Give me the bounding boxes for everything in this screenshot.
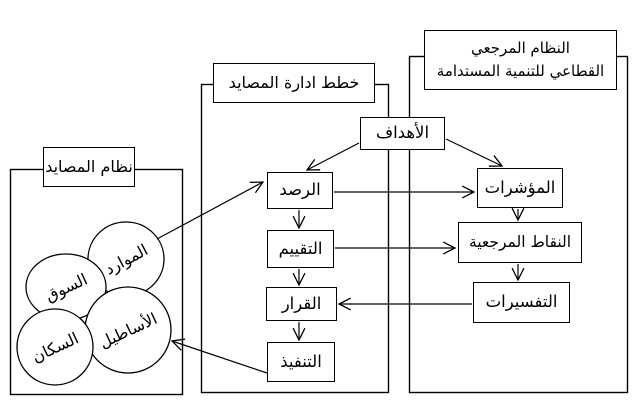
title-reference-system-line2: القطاعي للتنمية المستدامة	[436, 62, 605, 80]
circle-population	[16, 308, 94, 386]
node-objectives: الأهداف	[360, 117, 445, 150]
node-interpretations: التفسيرات	[473, 282, 570, 323]
arrow-implementation-to-fleets	[172, 341, 268, 374]
arrow-resources-to-monitoring	[156, 182, 263, 240]
node-reference-points: النقاط المرجعية	[458, 222, 582, 263]
arrow-objectives-to-monitoring	[307, 142, 360, 170]
node-implementation: التنفيذ	[267, 342, 335, 382]
title-reference-system-line1: النظام المرجعي	[471, 38, 570, 57]
node-monitoring: الرصد	[267, 172, 333, 209]
title-reference-system: النظام المرجعي القطاعي للتنمية المستدامة	[424, 30, 617, 90]
node-decision: القرار	[266, 287, 337, 321]
title-fisheries-system: نظام المصايد	[43, 147, 135, 187]
title-management-plans: خطط ادارة المصايد	[213, 63, 375, 103]
node-evaluation: التقييم	[267, 230, 334, 268]
arrow-objectives-to-indicators	[445, 138, 502, 166]
node-indicators: المؤشرات	[477, 168, 563, 208]
